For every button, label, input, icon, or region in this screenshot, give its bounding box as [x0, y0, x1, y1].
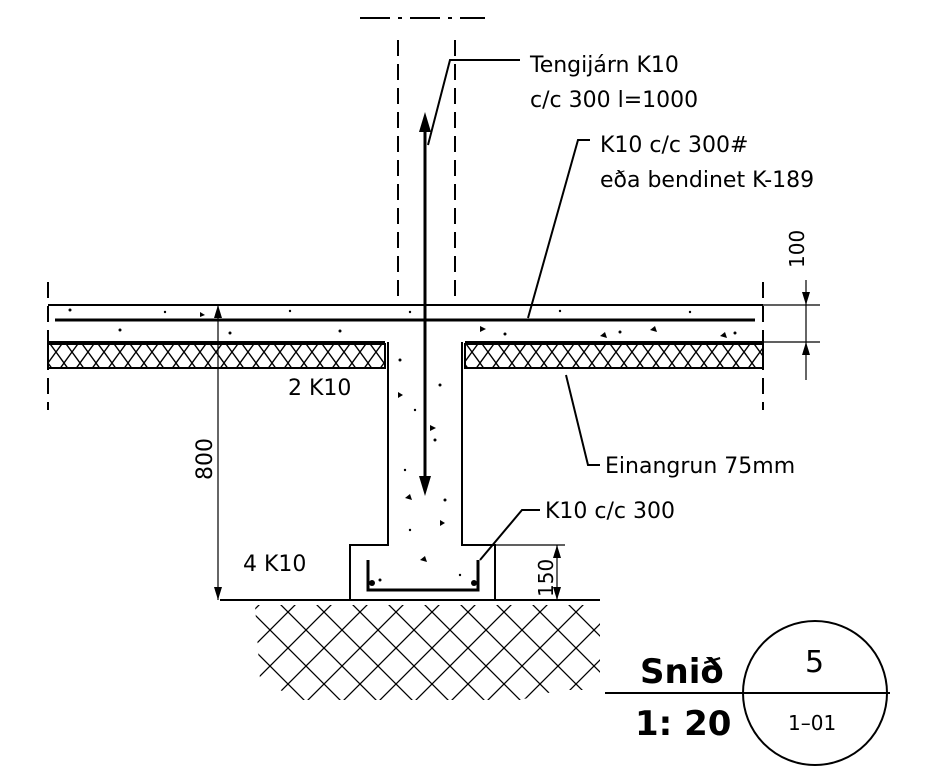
dim-slab-thickness: 100: [785, 230, 809, 268]
wall-above: [360, 17, 485, 305]
dowel-label-2: c/c 300 l=1000: [530, 88, 698, 113]
dim-footing-height: 150: [534, 559, 558, 597]
section-title: Snið: [640, 652, 724, 692]
mesh-label-2: eða bendinet K-189: [600, 168, 814, 193]
insulation: [47, 343, 764, 369]
footing-bars-label: 4 K10: [243, 552, 306, 577]
soil-hatch: [255, 605, 600, 700]
slab-bars-label: 2 K10: [288, 376, 351, 401]
foundation: [220, 342, 600, 601]
title-block: Snið 1: 20 5 1–01: [605, 620, 890, 766]
stirrups-label: K10 c/c 300: [545, 499, 675, 524]
sheet-number: 1–01: [788, 711, 836, 735]
mesh-label-1: K10 c/c 300#: [600, 133, 748, 158]
insulation-label: Einangrun 75mm: [605, 454, 795, 479]
dowel-bar: [419, 112, 431, 496]
leader-lines: [427, 59, 600, 561]
dim-wall-height: 800: [193, 438, 218, 480]
floor-slab: [47, 282, 764, 410]
scale-label: 1: 20: [635, 704, 731, 744]
section-number: 5: [805, 645, 824, 680]
dowel-label-1: Tengijárn K10: [529, 53, 679, 78]
dimension-lines: [214, 280, 820, 600]
